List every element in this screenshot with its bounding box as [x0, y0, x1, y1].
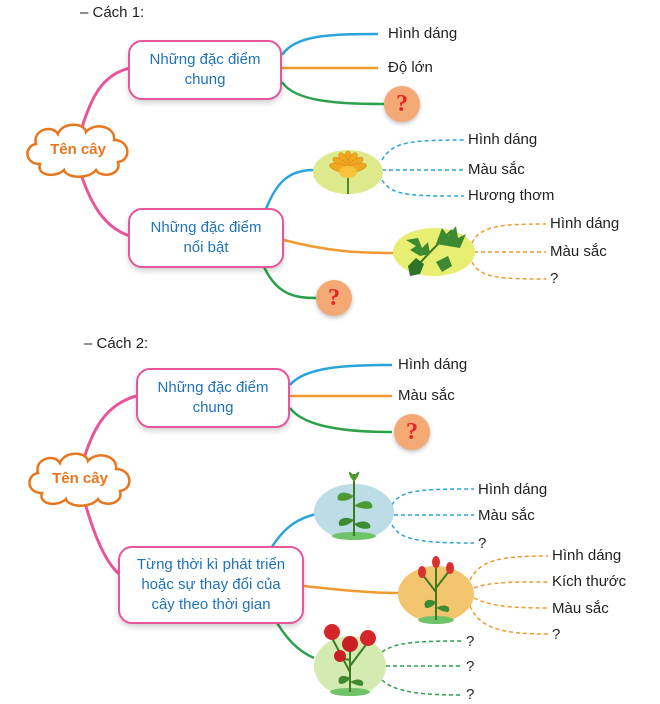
stage1-item-color: Màu sắc [478, 507, 535, 524]
blooming-rose-picture [314, 624, 386, 696]
sprout-picture [314, 471, 394, 540]
budding-rose-picture [398, 556, 474, 624]
question-badge: ? [394, 414, 430, 450]
stage1-item-shape: Hình dáng [478, 481, 548, 498]
flower-item-shape: Hình dáng [468, 131, 538, 148]
stage2-item-unknown: ? [552, 626, 561, 643]
common-features-line2: chung [184, 71, 226, 88]
common-item-shape: Hình dáng [398, 356, 468, 373]
root-cloud: Tên cây [18, 118, 138, 180]
leaf-item-unknown: ? [550, 270, 559, 287]
stage3-item-unknown: ? [466, 633, 475, 650]
growth-stages-box: Từng thời kì phát triển hoặc sự thay đổi… [118, 546, 304, 624]
growth-line3: cây theo thời gian [151, 596, 271, 613]
common-item-size: Độ lớn [388, 59, 433, 76]
common-features-line1: Những đặc điểm [157, 379, 269, 396]
cloud-shape [26, 123, 129, 178]
method2-heading: – Cách 2: [84, 335, 149, 352]
stage3-item-unknown: ? [466, 658, 475, 675]
stage2-item-color: Màu sắc [552, 600, 609, 617]
leaf-picture [393, 226, 475, 276]
common-features-line1: Những đặc điểm [149, 51, 261, 68]
distinct-features-line2: nổi bật [183, 239, 229, 256]
common-item-color: Màu sắc [398, 387, 455, 404]
flower-item-color: Màu sắc [468, 161, 525, 178]
stage2-item-shape: Hình dáng [552, 547, 622, 564]
leaf-item-color: Màu sắc [550, 243, 607, 260]
common-features-box: Những đặc điểm chung [128, 40, 282, 100]
flower-picture [313, 150, 383, 194]
common-item-shape: Hình dáng [388, 25, 458, 42]
growth-line2: hoặc sự thay đổi của [141, 576, 281, 593]
stage1-item-unknown: ? [478, 535, 487, 552]
distinct-features-line1: Những đặc điểm [150, 219, 262, 236]
root-cloud: Tên cây [20, 447, 140, 509]
growth-line1: Từng thời kì phát triển [136, 556, 286, 573]
common-features-box: Những đặc điểm chung [136, 368, 290, 428]
stage2-item-size: Kích thước [552, 573, 627, 590]
leaf-item-shape: Hình dáng [550, 215, 620, 232]
distinct-features-box: Những đặc điểm nổi bật [128, 208, 284, 268]
root-label: Tên cây [50, 140, 106, 158]
cloud-shape [28, 452, 131, 507]
common-features-line2: chung [192, 399, 234, 416]
question-badge: ? [316, 280, 352, 316]
flower-item-scent: Hương thơm [468, 187, 555, 204]
stage3-item-unknown: ? [466, 686, 475, 703]
root-label: Tên cây [52, 469, 108, 487]
question-badge: ? [384, 86, 420, 122]
method1-heading: – Cách 1: [80, 4, 145, 21]
